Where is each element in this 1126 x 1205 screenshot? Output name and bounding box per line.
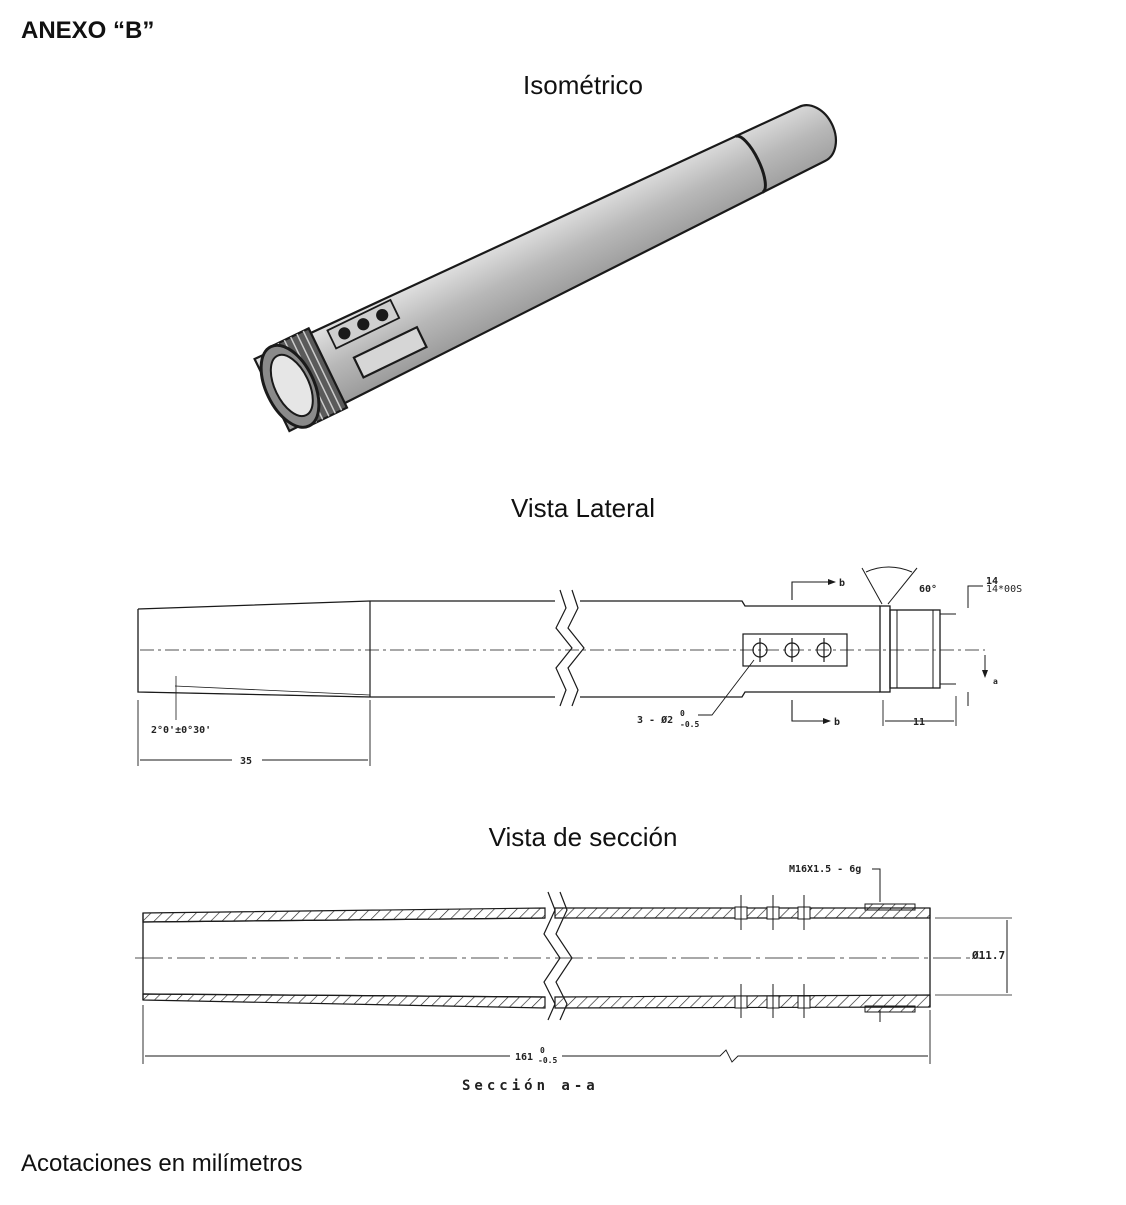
thread-leader (872, 868, 881, 902)
lateral-hole-plate (742, 633, 848, 667)
holes-leader (698, 659, 755, 716)
tube-seam (735, 134, 767, 194)
hole-3 (376, 308, 389, 322)
length-161-label: 161 (515, 1052, 533, 1063)
diameter-label: Ø11.7 (971, 949, 1005, 962)
thread-zone (889, 609, 941, 689)
dim-14-label: 14 (986, 576, 998, 587)
dim-14-tolerance: 14*00S (986, 584, 1022, 595)
section-dimension-labels: M16X1.5 - 6g Ø11.7 161 0 -0.5 Sección a-… (462, 864, 1005, 1094)
isometric-drawing (253, 104, 837, 433)
break-symbol-1 (555, 589, 573, 707)
holes-label: 3 - Ø2 (637, 714, 673, 726)
annex-title: ANEXO “B” (21, 17, 155, 44)
section-view-title: Vista de sección (488, 822, 678, 852)
lateral-drawing (137, 566, 988, 766)
section-b-top-mark (791, 581, 835, 600)
section-drawing (135, 868, 1012, 1064)
holes-tol-upper: 0 (680, 709, 685, 718)
bore-opening (269, 353, 314, 418)
length-35-label: 35 (240, 756, 252, 767)
hole-2 (357, 318, 370, 331)
section-holes (734, 895, 811, 1018)
hole-1 (338, 327, 351, 340)
section-b-bottom-mark (791, 700, 830, 722)
dim-14-leader (967, 585, 983, 608)
angle-60-label: 60° (919, 584, 937, 595)
break-symbol-2 (567, 589, 585, 707)
lateral-bottom-edge-right (580, 691, 880, 698)
window-slot (352, 325, 428, 379)
lateral-holes (752, 638, 832, 662)
angle-60-arc (865, 566, 913, 573)
thread-label: M16X1.5 - 6g (789, 864, 861, 875)
taper-angle-label: 2°0'±0°30' (151, 725, 211, 736)
thread-collar (879, 605, 891, 693)
dim-11-label: 11 (913, 717, 925, 728)
lateral-dimension-labels: 2°0'±0°30' 35 3 - Ø2 0 -0.5 b b 60° 11 1… (151, 576, 1022, 767)
section-name-label: Sección a-a (462, 1078, 599, 1094)
holes-tol-lower: -0.5 (680, 720, 699, 729)
section-b-bottom-label: b (834, 717, 840, 728)
lateral-bottom-edge-left (137, 609, 555, 698)
lateral-top-edge-left (137, 600, 555, 610)
units-note: Acotaciones en milímetros (21, 1150, 303, 1177)
isometric-view-title: Isométrico (523, 70, 643, 100)
tube-body (253, 104, 837, 433)
section-b-top-label: b (839, 578, 845, 589)
length-tol-upper: 0 (540, 1046, 545, 1055)
section-a-label: a (993, 677, 998, 686)
lateral-top-edge-right (580, 600, 880, 607)
lateral-view-title: Vista Lateral (510, 493, 656, 523)
length-tol-lower: -0.5 (538, 1056, 557, 1065)
